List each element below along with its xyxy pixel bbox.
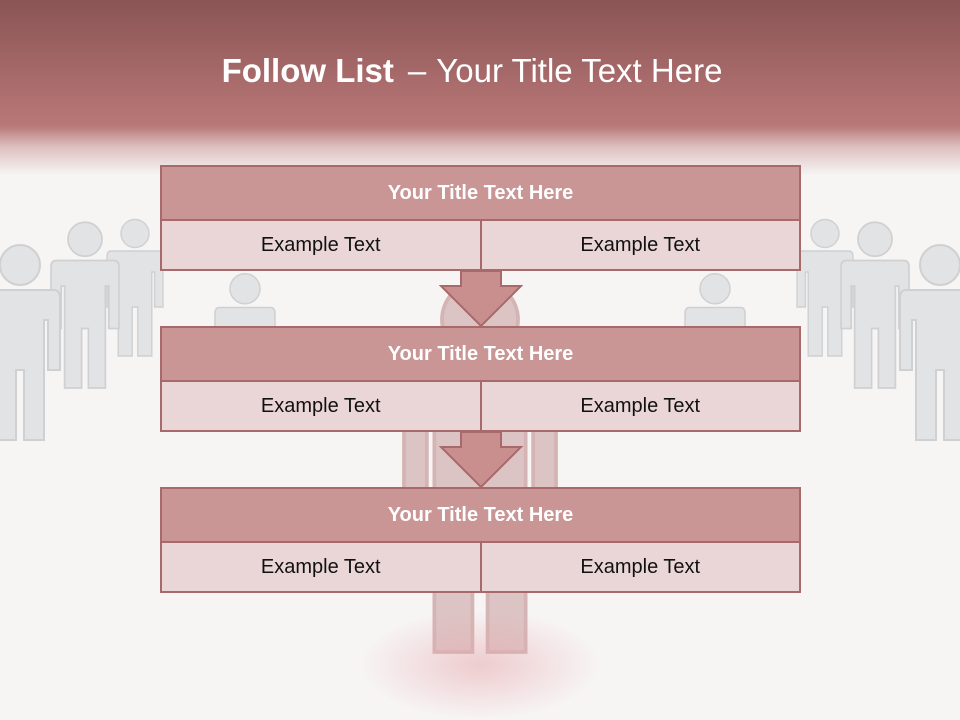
block-row: Example Text Example Text bbox=[160, 382, 801, 432]
block-cell-right: Example Text bbox=[481, 221, 801, 271]
block-cell-right: Example Text bbox=[481, 543, 801, 593]
slide-title: Follow List–Your Title Text Here bbox=[0, 52, 944, 90]
block-row: Example Text Example Text bbox=[160, 221, 801, 271]
down-arrow-icon bbox=[439, 270, 523, 328]
block-title: Your Title Text Here bbox=[160, 487, 801, 543]
header-band bbox=[0, 0, 960, 175]
block-cell-left: Example Text bbox=[160, 221, 482, 271]
block-cell-right: Example Text bbox=[481, 382, 801, 432]
block-cell-left: Example Text bbox=[160, 543, 482, 593]
list-block-3: Your Title Text Here Example Text Exampl… bbox=[160, 487, 801, 593]
slide-title-rest: Your Title Text Here bbox=[436, 52, 723, 89]
block-row: Example Text Example Text bbox=[160, 543, 801, 593]
block-cell-left: Example Text bbox=[160, 382, 482, 432]
slide-title-bold: Follow List bbox=[221, 52, 394, 89]
slide-title-dash: – bbox=[407, 52, 427, 89]
list-block-1: Your Title Text Here Example Text Exampl… bbox=[160, 165, 801, 271]
block-title: Your Title Text Here bbox=[160, 165, 801, 221]
list-block-2: Your Title Text Here Example Text Exampl… bbox=[160, 326, 801, 432]
down-arrow-icon bbox=[439, 431, 523, 489]
floor-glow bbox=[360, 610, 600, 720]
block-title: Your Title Text Here bbox=[160, 326, 801, 382]
